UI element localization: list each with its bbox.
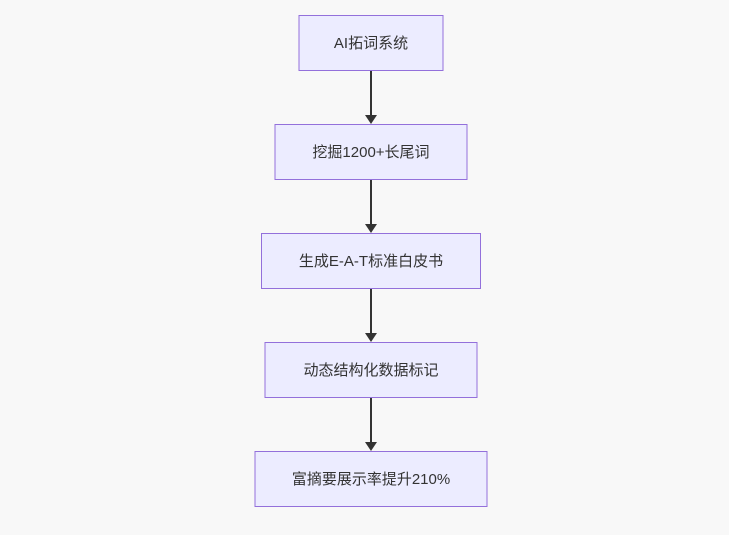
arrow-line [370, 289, 372, 333]
flow-node-rich-snippet-result: 富摘要展示率提升210% [254, 451, 488, 507]
arrow-down-icon [365, 115, 377, 124]
arrow-1 [364, 71, 378, 124]
flow-node-longtail-mining: 挖掘1200+长尾词 [274, 124, 468, 180]
node-label: 挖掘1200+长尾词 [312, 143, 430, 161]
node-label: 生成E-A-T标准白皮书 [298, 252, 444, 270]
arrow-4 [364, 398, 378, 451]
arrow-down-icon [365, 442, 377, 451]
node-label: AI拓词系统 [333, 34, 409, 52]
flow-node-structured-data-markup: 动态结构化数据标记 [264, 342, 478, 398]
arrow-line [370, 71, 372, 115]
flow-node-eat-whitepaper: 生成E-A-T标准白皮书 [261, 233, 481, 289]
arrow-3 [364, 289, 378, 342]
arrow-2 [364, 180, 378, 233]
arrow-down-icon [365, 224, 377, 233]
node-label: 动态结构化数据标记 [303, 361, 439, 379]
arrow-line [370, 180, 372, 224]
arrow-line [370, 398, 372, 442]
arrow-down-icon [365, 333, 377, 342]
node-label: 富摘要展示率提升210% [291, 470, 451, 488]
flow-node-ai-word-expansion: AI拓词系统 [298, 15, 444, 71]
